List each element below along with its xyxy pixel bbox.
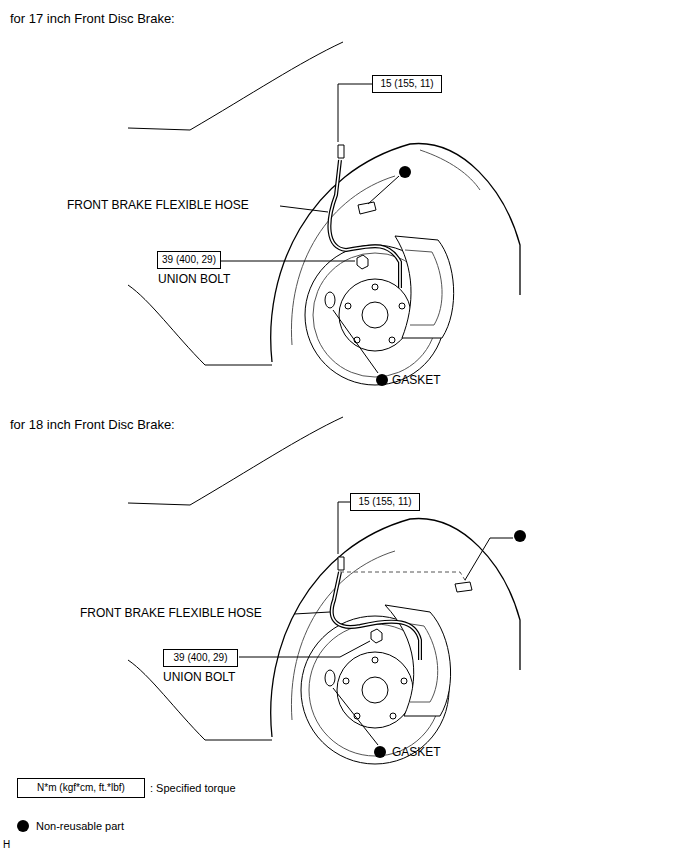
legend-dot-sample	[17, 820, 29, 832]
torque-box: 15 (155, 11)	[372, 75, 442, 93]
non-reusable-dot	[514, 530, 526, 542]
part-name: GASKET	[392, 373, 441, 387]
part-name: FRONT BRAKE FLEXIBLE HOSE	[67, 198, 249, 212]
legend-text: Non-reusable part	[36, 819, 124, 833]
torque-value: 39 (400, 29)	[162, 253, 216, 267]
part-name: FRONT BRAKE FLEXIBLE HOSE	[80, 606, 262, 620]
vehicle-body-18	[128, 417, 520, 740]
torque-value: 39 (400, 29)	[174, 651, 228, 665]
non-reusable-dot	[376, 374, 388, 386]
figure-code: H	[3, 838, 10, 852]
part-name: GASKET	[392, 745, 441, 759]
leader-lines-17	[220, 84, 399, 373]
disc-brake-17	[305, 145, 454, 385]
part-name: UNION BOLT	[158, 272, 230, 286]
part-name: UNION BOLT	[163, 670, 235, 684]
disc-brake-18	[301, 557, 472, 764]
section-heading: for 17 inch Front Disc Brake:	[10, 12, 175, 26]
torque-value: 15 (155, 11)	[358, 495, 411, 509]
torque-box: 39 (400, 29)	[157, 251, 221, 269]
unit-box: N*m (kgf*cm, ft.*lbf)	[17, 778, 145, 798]
section-heading: for 18 inch Front Disc Brake:	[10, 418, 175, 432]
torque-box: 15 (155, 11)	[350, 493, 420, 511]
torque-value: 15 (155, 11)	[380, 77, 433, 91]
legend-text: : Specified torque	[150, 781, 236, 795]
non-reusable-dot	[399, 166, 411, 178]
torque-box: 39 (400, 29)	[163, 649, 238, 667]
non-reusable-dot	[374, 746, 386, 758]
leader-lines-18	[239, 502, 513, 745]
unit-text: N*m (kgf*cm, ft.*lbf)	[37, 781, 125, 795]
